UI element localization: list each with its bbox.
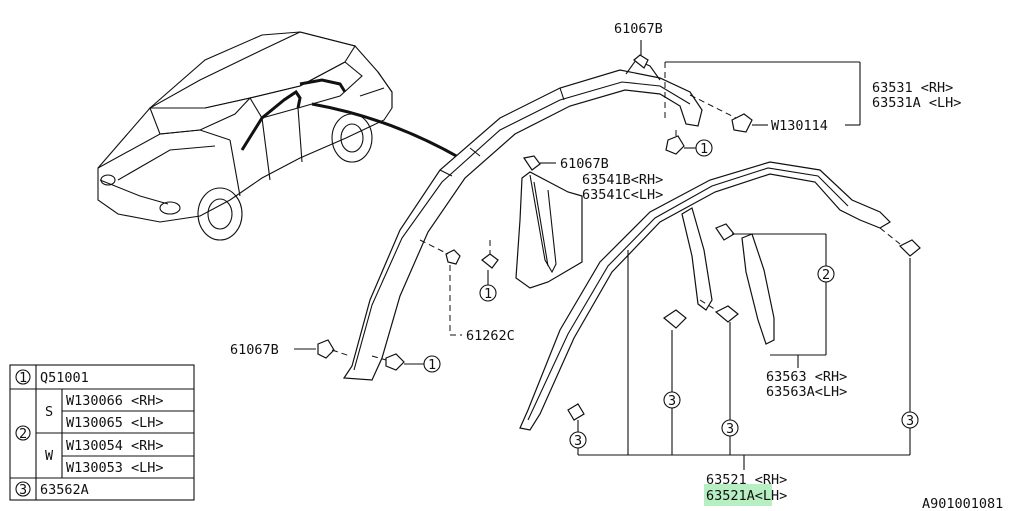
legend-part-q51001: Q51001 [40, 370, 89, 386]
legend-num-1: 1 [19, 370, 27, 386]
legend-w130053: W130053 <LH> [66, 460, 164, 476]
diagram-code: A901001081 [922, 496, 1003, 511]
label-63563-rh: 63563 <RH> [766, 369, 847, 385]
cover-63541 [515, 171, 583, 289]
screw-bottom [371, 353, 441, 373]
screw-mid [479, 240, 499, 302]
label-61262c: 61262C [466, 328, 515, 344]
legend-num-2: 2 [19, 426, 27, 442]
callout-3-d: 3 [574, 433, 582, 449]
legend-part-63562a: 63562A [40, 482, 89, 498]
label-61067b-left: 61067B [230, 342, 279, 358]
roof-molding [342, 59, 703, 381]
label-63531-rh: 63531 <RH> [872, 80, 953, 96]
main-clips [567, 239, 921, 421]
label-63521a-lh: 63521A<LH> [706, 488, 787, 504]
clip-61067b-mid [523, 155, 556, 171]
clip-61067b-left [294, 339, 351, 359]
callout-1-top: 1 [700, 141, 708, 157]
highlight-63521a [704, 484, 772, 506]
screw-top [665, 130, 713, 157]
side-strip-63563 [715, 223, 775, 345]
clip-w130114 [731, 113, 768, 133]
legend-w130054: W130054 <RH> [66, 438, 164, 454]
label-61067b-mid: 61067B [560, 156, 609, 172]
label-63541b-rh: 63541B<RH> [582, 172, 663, 188]
label-61067b-top: 61067B [614, 21, 663, 37]
label-63563a-lh: 63563A<LH> [766, 384, 847, 400]
callout-3-c: 3 [906, 413, 914, 429]
clip-61262c [419, 239, 462, 336]
car-illustration [97, 31, 461, 241]
callout-circles [569, 265, 919, 449]
legend-table: 1 Q51001 2 S W W130066 <RH> W130065 <LH>… [9, 364, 195, 501]
callout-3-a: 3 [668, 393, 676, 409]
label-w130114: W130114 [771, 118, 828, 134]
callout-3-b: 3 [726, 421, 734, 437]
legend-w130066: W130066 <RH> [66, 393, 164, 409]
label-63541c-lh: 63541C<LH> [582, 187, 663, 203]
callout-1-mid: 1 [484, 286, 492, 302]
legend-w: W [45, 448, 54, 464]
callout-1-bottom: 1 [428, 357, 436, 373]
label-63521-rh: 63521 <RH> [706, 472, 787, 488]
legend-w130065: W130065 <LH> [66, 415, 164, 431]
legend-s: S [45, 404, 53, 420]
legend-num-3: 3 [19, 482, 27, 498]
label-63531a-lh: 63531A <LH> [872, 95, 961, 111]
callout-2: 2 [822, 267, 830, 283]
clip-61067b-top [633, 40, 649, 69]
